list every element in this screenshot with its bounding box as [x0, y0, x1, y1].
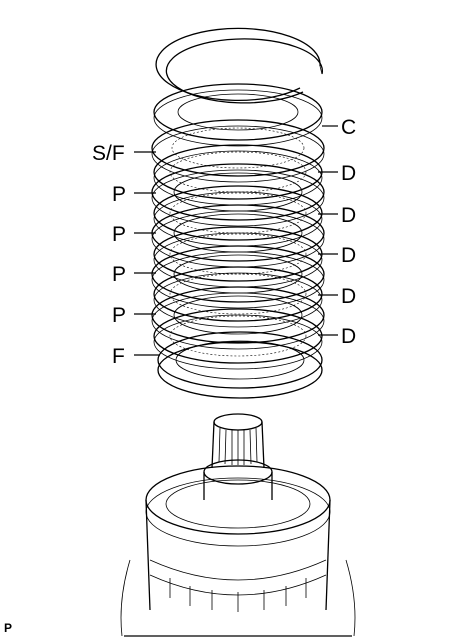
label-d-5: D — [341, 325, 356, 348]
label-d-2: D — [341, 204, 356, 227]
right-leaders — [318, 125, 338, 336]
plate-stack — [151, 83, 325, 399]
left-leaders — [134, 151, 160, 356]
plate-f — [157, 331, 323, 389]
disc-d-5 — [153, 308, 323, 364]
clutch-drum-assembly — [120, 413, 356, 637]
label-p-3: P — [112, 263, 126, 286]
plate-p-4 — [151, 286, 325, 344]
label-c: C — [341, 116, 356, 139]
disc-d-4 — [153, 266, 323, 322]
snap-ring — [155, 27, 324, 104]
label-f: F — [112, 345, 125, 368]
label-d-3: D — [341, 244, 356, 267]
label-p-2: P — [112, 223, 126, 246]
plate-sf — [151, 119, 325, 177]
label-d-4: D — [341, 285, 356, 308]
plate-c — [153, 83, 323, 141]
corner-mark: P — [4, 621, 12, 635]
label-p-4: P — [112, 304, 126, 327]
disc-d-2 — [153, 185, 323, 241]
label-d-1: D — [341, 162, 356, 185]
plate-p-3 — [151, 245, 325, 303]
label-sf: S/F — [92, 142, 125, 165]
label-p-1: P — [112, 183, 126, 206]
plate-p-1 — [151, 163, 325, 221]
